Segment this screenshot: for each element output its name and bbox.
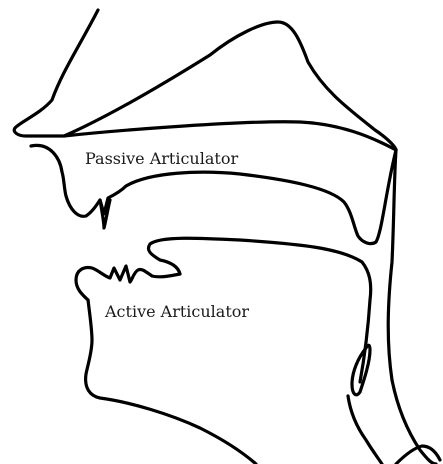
pharynx-wall-outline [388, 150, 436, 464]
active-articulator-label: Active Articulator [105, 304, 249, 320]
passive-articulator-label: Passive Articulator [85, 151, 238, 167]
chin-outline [86, 300, 256, 464]
vocal-fold-outline [396, 446, 440, 464]
larynx-outline [348, 396, 382, 464]
lower-teeth-outline [76, 266, 180, 300]
nasal-floor-outline [64, 122, 396, 150]
